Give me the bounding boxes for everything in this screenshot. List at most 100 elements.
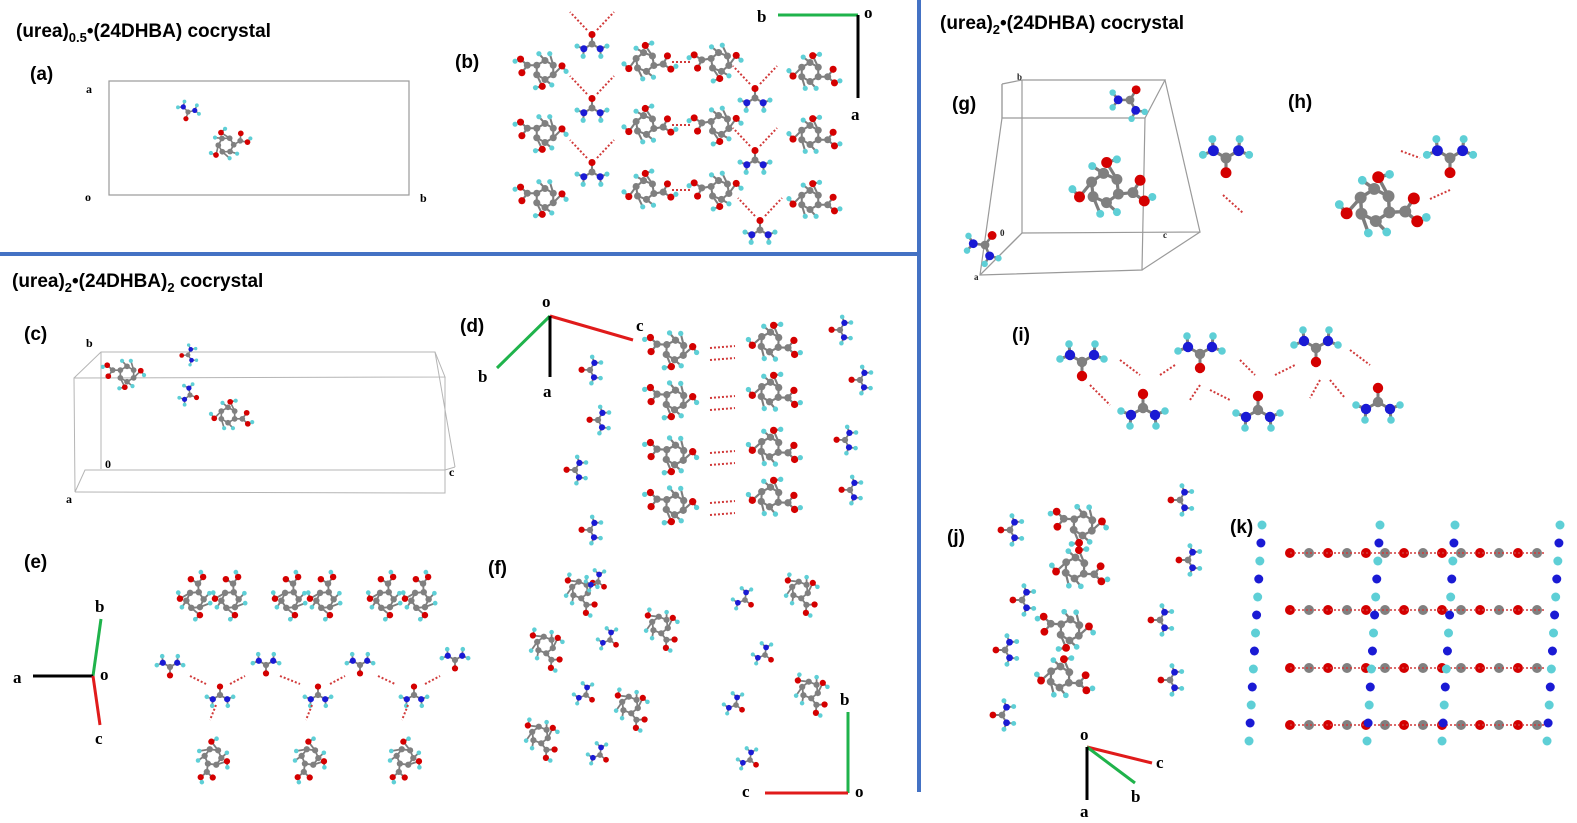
section-title-urea05: (urea)0.5•(24DHBA) cocrystal — [16, 21, 271, 45]
atom-o — [326, 611, 334, 619]
atom-c — [1055, 683, 1064, 692]
panel-label-f: (f) — [488, 558, 507, 579]
atom — [1304, 720, 1314, 730]
atom-o — [1407, 192, 1420, 205]
atom-n — [1431, 145, 1443, 157]
atom-c — [798, 136, 806, 144]
atom-h — [574, 43, 580, 49]
atom-h — [190, 382, 195, 387]
atom-h — [1159, 631, 1165, 637]
hydrogen-bond — [732, 127, 751, 147]
atom-o — [838, 486, 845, 493]
atom-c — [634, 64, 642, 72]
atom — [1532, 605, 1542, 615]
atom-n — [590, 534, 598, 541]
atom-h — [1056, 355, 1064, 363]
atom-o — [997, 526, 1005, 534]
atom-c — [653, 340, 661, 348]
atom-o — [667, 362, 676, 371]
atom-h — [738, 120, 744, 126]
axis-label-b: b — [95, 597, 104, 616]
atom-h — [397, 590, 402, 596]
atom-c — [671, 491, 680, 499]
atom-o — [790, 505, 799, 514]
atom-c — [790, 592, 797, 599]
atom-c — [413, 604, 420, 612]
atom-c — [215, 142, 222, 149]
axis-label-b: b — [1017, 72, 1022, 82]
atom-n — [1006, 654, 1013, 662]
atom-h — [754, 661, 759, 666]
atom-h — [666, 435, 673, 441]
atom — [1532, 720, 1542, 730]
atom-c — [218, 408, 225, 415]
atom-h — [734, 606, 739, 611]
atom-h — [159, 653, 165, 659]
axis-label-b: b — [86, 336, 93, 350]
atom-c — [230, 588, 237, 596]
atom-c — [109, 367, 116, 374]
atom-c — [235, 596, 242, 603]
atom-o — [1138, 195, 1150, 207]
atom — [1251, 628, 1261, 638]
urea-molecule — [302, 683, 334, 709]
axis-c-line — [91, 675, 102, 726]
atom-o — [1059, 655, 1068, 664]
atom-h — [322, 765, 327, 770]
atom-h — [1086, 504, 1092, 511]
axis-label-b: b — [420, 191, 427, 205]
atom-h — [710, 206, 716, 212]
atom-o — [558, 62, 566, 70]
urea-molecule — [1290, 326, 1342, 368]
atom-h — [388, 569, 394, 575]
atom-h — [1014, 655, 1020, 661]
atom-o — [516, 55, 525, 63]
atom-c — [410, 691, 418, 699]
dhba-molecule — [512, 114, 569, 154]
atom-c — [757, 497, 765, 506]
atom-c — [662, 505, 670, 514]
atom-h — [797, 399, 803, 406]
atom-h — [547, 179, 553, 185]
atom-c — [237, 137, 244, 144]
atom-h — [1068, 655, 1075, 661]
atom-h — [344, 660, 350, 666]
atom-c — [1372, 396, 1384, 408]
atom-n — [180, 104, 186, 110]
atom-c — [663, 341, 671, 349]
atom-o — [794, 677, 801, 684]
atom-n — [1149, 409, 1161, 421]
atom-h — [673, 191, 679, 197]
dhba-molecule — [292, 736, 328, 785]
atom-h — [816, 114, 823, 120]
axis-label-b: b — [840, 690, 849, 709]
atom-h — [274, 604, 280, 610]
atom-c — [628, 710, 635, 717]
atom-c — [385, 588, 392, 596]
atom-h — [176, 105, 180, 110]
dhba-molecule — [523, 717, 560, 763]
atom-h — [769, 642, 774, 647]
atom-h — [1179, 685, 1185, 691]
dhba-molecule — [512, 179, 569, 219]
atom-h — [786, 196, 792, 202]
atom-h — [726, 136, 732, 142]
atom-h — [1169, 691, 1175, 697]
atom-c — [789, 583, 796, 591]
atom-h — [1148, 192, 1157, 201]
atom-o — [244, 420, 251, 427]
atom-o — [790, 400, 799, 409]
atom-o — [591, 601, 598, 608]
urea-molecule — [398, 683, 430, 709]
atom — [1367, 646, 1377, 656]
atom-h — [589, 761, 594, 766]
atom-c — [1444, 152, 1456, 164]
atom-c — [1079, 510, 1088, 519]
urea-molecule — [989, 698, 1017, 732]
atom-o — [667, 517, 676, 526]
urea-molecule — [833, 424, 859, 456]
atom-c — [278, 597, 285, 604]
atom-h — [678, 363, 684, 369]
atom-h — [192, 616, 198, 622]
atom-n — [181, 396, 188, 402]
